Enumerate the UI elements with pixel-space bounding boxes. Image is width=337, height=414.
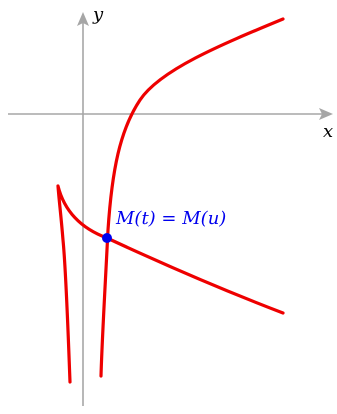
- y-axis-arrowhead: [77, 12, 89, 26]
- intersection-point: [102, 233, 112, 243]
- intersection-point-label: M(t) = M(u): [115, 208, 226, 229]
- x-axis-label: x: [323, 121, 333, 142]
- y-axis-label: y: [92, 4, 104, 25]
- curve-lower-branch: [56, 184, 285, 384]
- curve-upper-branch: [99, 17, 285, 378]
- x-axis-arrowhead: [319, 108, 333, 120]
